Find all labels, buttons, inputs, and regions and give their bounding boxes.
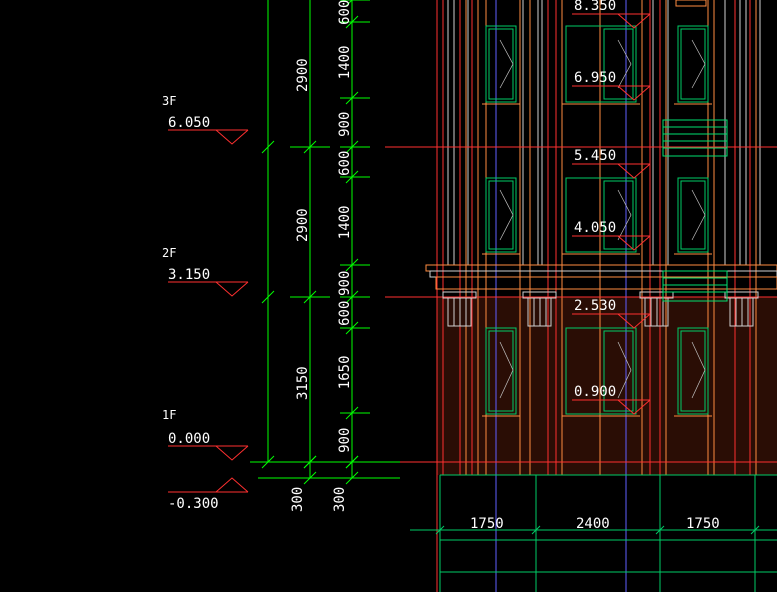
level-elevation-label: 3.150: [168, 267, 210, 283]
facade-elev-triangle: [617, 163, 651, 179]
bottom-vertical-dimensions: 300 300: [290, 487, 348, 512]
bottom-vertical-dimension: 300: [332, 487, 348, 512]
level-triangle: [215, 477, 249, 493]
level-floor-label: 3F: [162, 94, 176, 108]
level-lines: [385, 146, 777, 463]
bottom-grid: [410, 474, 777, 592]
level-elevation-label: 0.000: [168, 431, 210, 447]
tick: [345, 0, 353, 7]
level-markers: 3F 6.050 2F 3.150 1F 0.000 -0.300: [162, 94, 249, 512]
bay-dimension: 1750: [686, 516, 720, 532]
tick: [261, 290, 275, 304]
facade-elev-triangle: [617, 399, 651, 415]
level-marker: 3F 6.050: [162, 94, 249, 145]
windows: [485, 25, 709, 415]
sub-dimension: 600: [337, 0, 353, 25]
facade-elev-triangle: [617, 235, 651, 251]
level-triangle: [215, 445, 249, 461]
level-marker: 1F 0.000: [162, 408, 249, 461]
cornice: [425, 264, 777, 290]
facade-elev-triangle: [617, 85, 651, 101]
tick: [345, 471, 359, 485]
storey-dimension: 2900: [295, 58, 311, 92]
ground-floor-hatch: [437, 297, 777, 475]
facade-elev-triangle: [617, 313, 651, 329]
level-floor-label: 2F: [162, 246, 176, 260]
storey-dimension-labels: 2900 2900 3150: [295, 58, 311, 400]
sub-dimension: 1400: [337, 205, 353, 239]
sub-dimension: 900: [337, 112, 353, 137]
storey-dimension: 3150: [295, 366, 311, 400]
facade-elevation-marks: 8.350 6.950 5.450 4.050 2.530 0.900: [572, 0, 651, 415]
sub-dimension: 1400: [337, 45, 353, 79]
level-elevation-label: -0.300: [168, 496, 219, 512]
level-marker: -0.300: [168, 477, 249, 512]
sub-dimension: 900: [337, 271, 353, 296]
opening-marks: [499, 39, 706, 399]
facade-elevation-mark: 5.450: [572, 148, 651, 179]
bottom-vertical-dimension: 300: [290, 487, 306, 512]
facade-elevation-label: 6.950: [574, 70, 616, 86]
tick: [345, 455, 359, 469]
tick: [303, 455, 317, 469]
sub-dimension-labels: 600 1400 900 600 1400 900 600 1650 900: [337, 0, 353, 453]
wall-lines: [436, 0, 751, 592]
facade-elevation-mark: 2.530: [572, 298, 651, 329]
storey-dimension: 2900: [295, 208, 311, 242]
column-capitals: [442, 291, 759, 327]
level-triangle: [215, 281, 249, 297]
facade-elevation-label: 8.350: [574, 0, 616, 14]
level-elevation-label: 6.050: [168, 115, 210, 131]
sub-dimension: 900: [337, 428, 353, 453]
tick: [261, 140, 275, 154]
level-marker: 2F 3.150: [162, 246, 249, 297]
pilasters: [447, 0, 761, 265]
facade-elevation-mark: 6.950: [572, 70, 651, 101]
facade-elevation-label: 4.050: [574, 220, 616, 236]
top-box: [675, 0, 707, 7]
level-triangle: [215, 129, 249, 145]
facade-elevation-label: 0.900: [574, 384, 616, 400]
facade-elevation-label: 2.530: [574, 298, 616, 314]
tick: [261, 455, 275, 469]
facade-elev-triangle: [617, 13, 651, 29]
facade-elevation-label: 5.450: [574, 148, 616, 164]
bay-dimension: 2400: [576, 516, 610, 532]
level-floor-label: 1F: [162, 408, 176, 422]
dimension-ticks: [261, 0, 370, 485]
facade: [385, 0, 777, 592]
bay-dimension: 1750: [470, 516, 504, 532]
bay-dimensions: 1750 2400 1750: [470, 516, 720, 532]
vent-grilles: [662, 119, 728, 302]
facade-elevation-mark: 8.350: [572, 0, 651, 29]
sub-dimension: 1650: [337, 355, 353, 389]
window-sills: [482, 103, 712, 417]
facade-elevation-mark: 4.050: [572, 220, 651, 251]
tick: [303, 471, 317, 485]
sub-dimension: 600: [337, 151, 353, 176]
sub-dimension: 600: [337, 301, 353, 326]
facade-elevation-mark: 0.900: [572, 384, 651, 415]
dimension-chains: [250, 0, 400, 479]
